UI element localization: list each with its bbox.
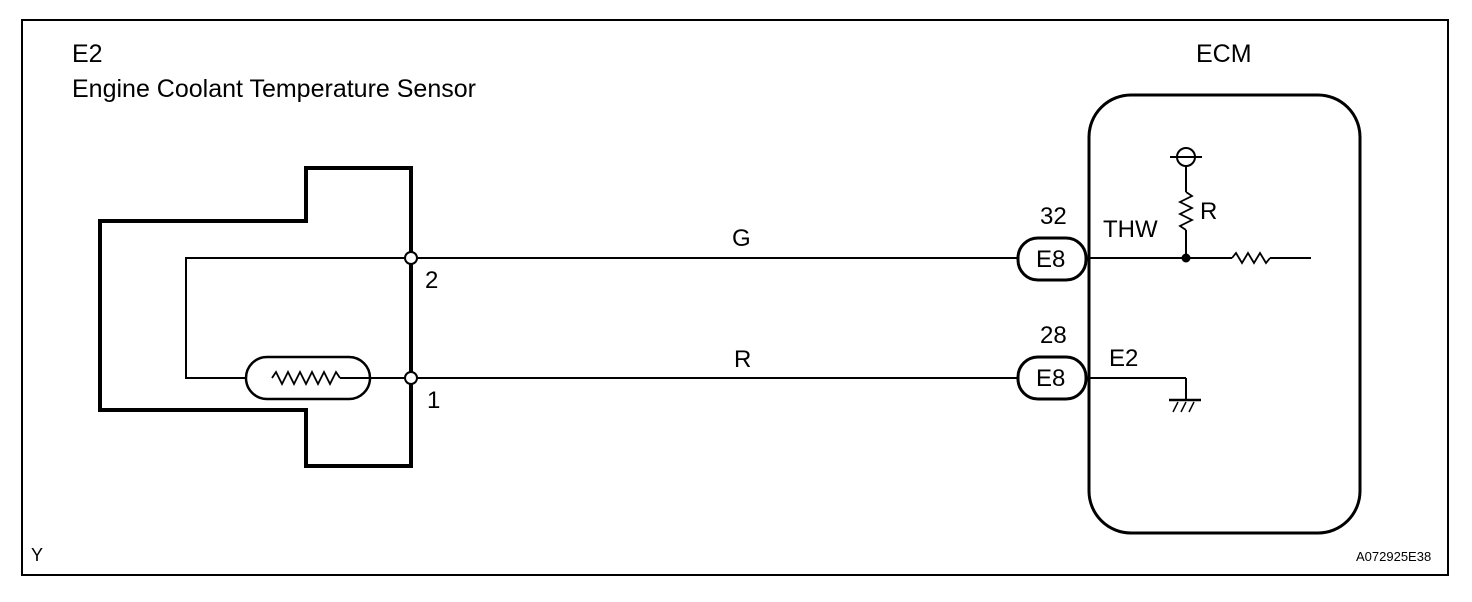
sensor-terminal-1-label: 1 — [427, 387, 441, 414]
sensor-terminal-1 — [404, 371, 418, 385]
connector-ground — [1016, 355, 1088, 401]
connector-signal-code-label: E8 — [1036, 246, 1066, 273]
ecm-box — [1087, 93, 1362, 535]
connector-signal-pin-label: 32 — [1040, 203, 1067, 230]
diagram-frame — [21, 19, 1449, 576]
ecm-label: ECM — [1196, 40, 1252, 68]
thermistor-icon — [244, 355, 372, 401]
ecm-thw-label: THW — [1103, 216, 1158, 243]
supply-voltage-icon — [1170, 147, 1202, 167]
sensor-name-label: Engine Coolant Temperature Sensor — [72, 75, 476, 103]
ecm-internal-resistor-icon — [1231, 251, 1271, 265]
sensor-terminal-2-label: 2 — [425, 267, 439, 294]
ecm-pullup-resistor-label: R — [1200, 198, 1218, 225]
sensor-code-label: E2 — [72, 40, 103, 68]
figure-id-label: A072925E38 — [1356, 549, 1432, 564]
wire-signal-color-label: G — [732, 225, 751, 252]
footer-left-mark: Y — [31, 545, 44, 565]
sensor-housing — [98, 166, 413, 468]
sensor-internal-wire — [185, 257, 411, 379]
connector-ground-pin-label: 28 — [1040, 322, 1067, 349]
ground-icon — [1169, 398, 1201, 413]
ecm-e2-label: E2 — [1109, 345, 1139, 372]
sensor-terminal-2 — [404, 251, 418, 265]
pullup-resistor-icon — [1177, 191, 1195, 231]
connector-ground-code-label: E8 — [1036, 365, 1066, 392]
connector-signal — [1016, 236, 1088, 282]
wire-ground-color-label: R — [734, 346, 752, 373]
